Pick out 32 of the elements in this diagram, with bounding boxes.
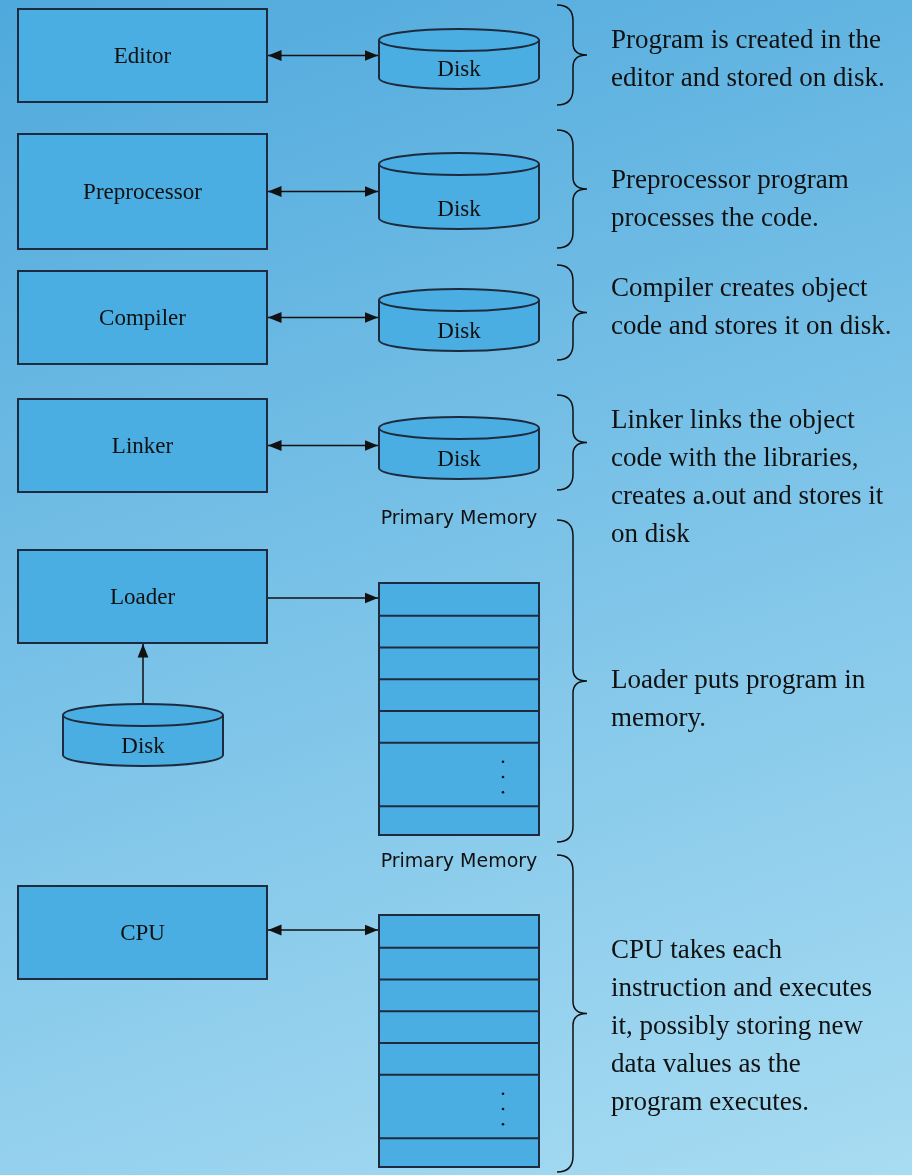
process-box bbox=[17, 8, 268, 103]
description-text: CPU takes each instruction and executes it, possibly storing new data values as the program executes. bbox=[611, 933, 873, 1118]
arrow bbox=[267, 924, 379, 936]
box-label: CPU bbox=[120, 919, 165, 946]
process-box bbox=[17, 270, 268, 365]
arrow bbox=[267, 50, 379, 61]
process-box bbox=[17, 398, 268, 493]
box-label: Editor bbox=[113, 42, 172, 69]
process-box bbox=[17, 549, 268, 644]
disk-label: Disk bbox=[436, 196, 482, 222]
description-text: Loader puts program in memory. bbox=[611, 663, 867, 734]
box-label: Linker bbox=[111, 432, 174, 459]
disk-label: Disk bbox=[436, 56, 482, 82]
arrow bbox=[137, 643, 149, 704]
description-text: Compiler creates object code and stores it on disk. bbox=[611, 271, 893, 342]
disk-label: Disk bbox=[436, 318, 482, 344]
arrow bbox=[267, 440, 379, 451]
process-box bbox=[17, 133, 268, 250]
memory-heading: Primary Memory bbox=[379, 505, 539, 530]
arrow bbox=[267, 312, 379, 323]
box-label: Loader bbox=[109, 583, 176, 610]
arrow bbox=[267, 592, 379, 604]
memory-heading: Primary Memory bbox=[379, 848, 539, 873]
description-text: Program is created in the editor and stored on disk. bbox=[611, 23, 886, 94]
arrow bbox=[267, 186, 379, 197]
description-text: Preprocessor program processes the code. bbox=[611, 163, 850, 234]
disk-label: Disk bbox=[436, 446, 482, 472]
box-label: Compiler bbox=[99, 304, 186, 331]
process-box bbox=[17, 885, 268, 980]
disk-label: Disk bbox=[120, 733, 166, 759]
description-text: Linker links the object code with the libraries, creates a.out and stores it on disk bbox=[611, 403, 885, 550]
box-label: Preprocessor bbox=[83, 178, 202, 205]
